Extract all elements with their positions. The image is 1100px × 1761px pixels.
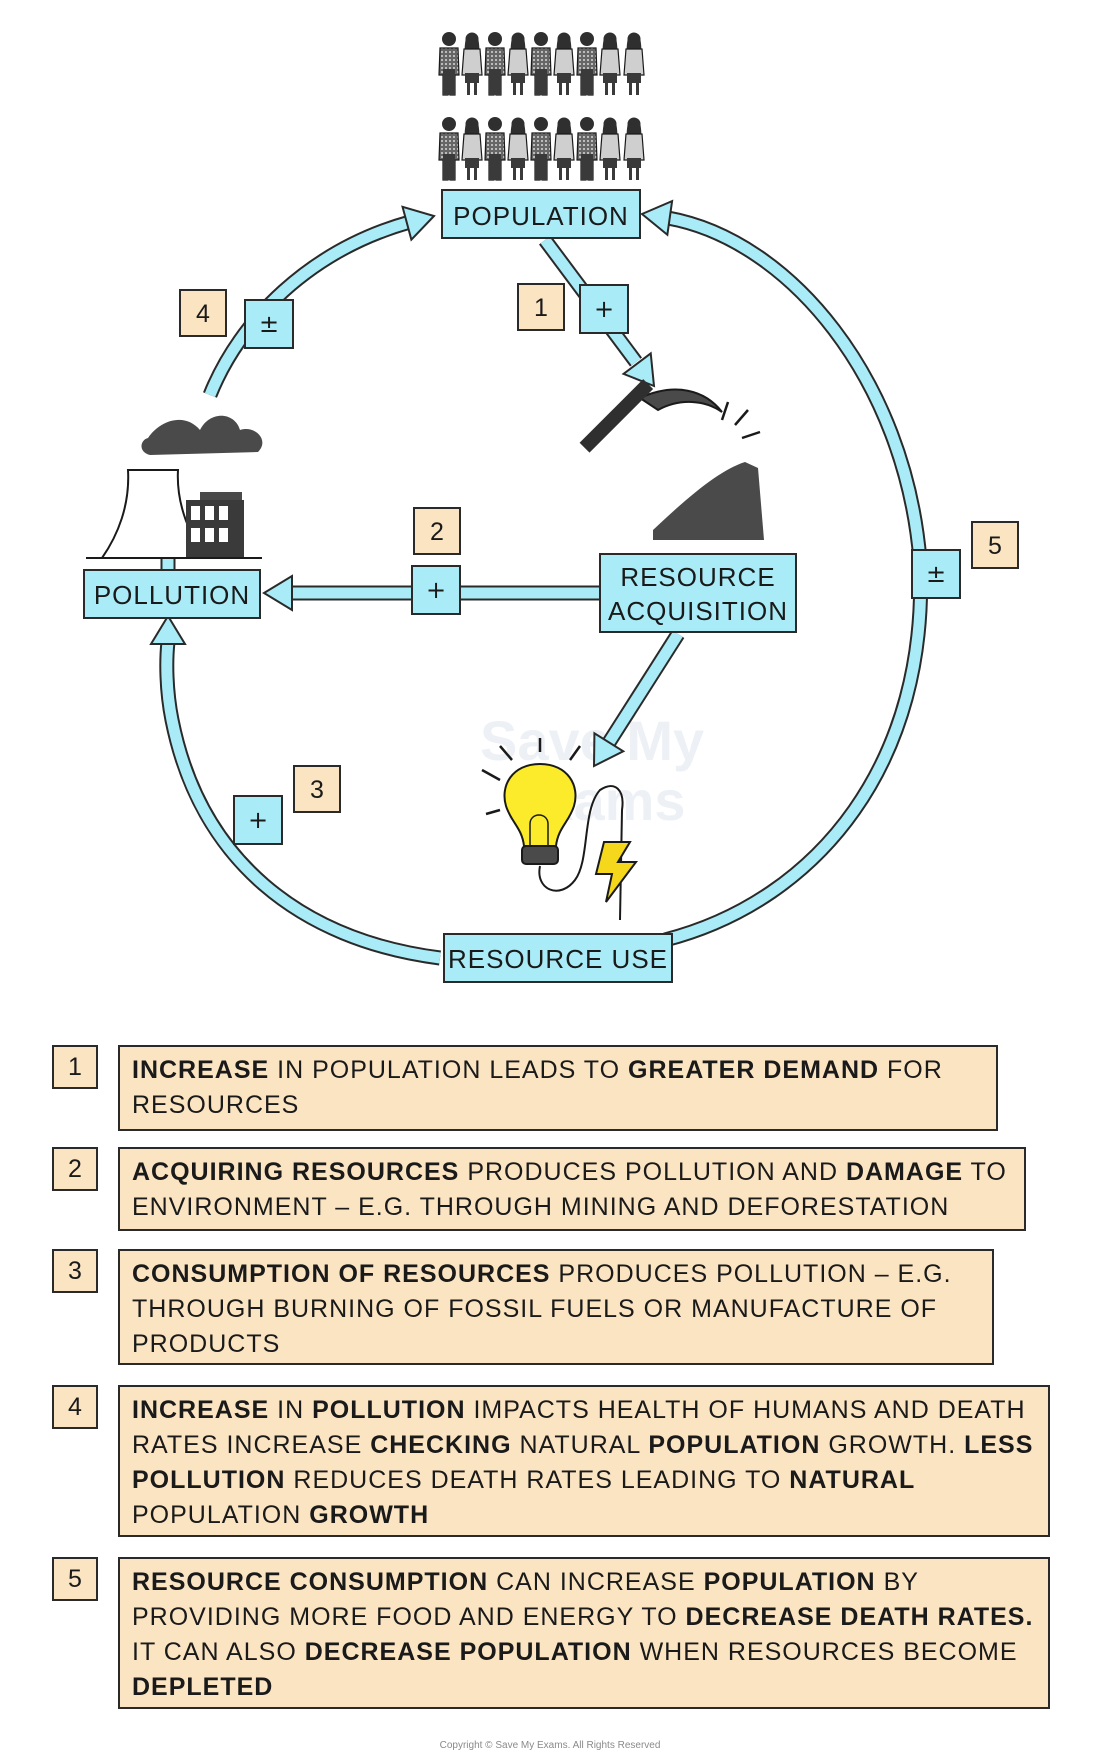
link-1-number: 1	[534, 294, 548, 322]
node-resource-use: RESOURCE USE	[443, 933, 673, 983]
legend-plain-text: PRODUCES POLLUTION AND	[459, 1158, 846, 1186]
arrow-acq-use-head	[592, 731, 626, 768]
legend-bold-text: INCREASE	[132, 1056, 270, 1084]
arrow-2-head	[262, 574, 293, 612]
legend-bold-text: DECREASE DEATH RATES.	[685, 1603, 1034, 1631]
arrow-1-head	[621, 351, 656, 388]
legend-plain-text: REDUCES DEATH RATES LEADING TO	[285, 1466, 790, 1494]
legend-plain-text: IT CAN ALSO	[132, 1638, 305, 1666]
legend-bold-text: GROWTH	[309, 1501, 430, 1529]
legend-number: 1	[52, 1045, 98, 1089]
node-resource-acquisition: RESOURCE ACQUISITION	[599, 553, 797, 633]
arrow-4-band-outline	[203, 214, 413, 398]
legend-number: 2	[52, 1147, 98, 1191]
lightbulb-icon	[481, 738, 624, 921]
arrow-4-head	[401, 205, 436, 242]
link-5-sign: ±	[926, 560, 946, 588]
legend-plain-text: POPULATION	[132, 1501, 310, 1529]
legend-bold-text: RESOURCE CONSUMPTION	[132, 1568, 489, 1596]
legend-bold-text: POLLUTION	[312, 1396, 466, 1424]
link-2: + 2	[411, 507, 461, 615]
link-4: ± 4	[179, 289, 294, 349]
legend-bold-text: POPULATION	[648, 1431, 821, 1459]
legend-plain-text: CAN INCREASE	[488, 1568, 704, 1596]
watermark-line1: Save My	[480, 709, 704, 772]
copyright-notice: Copyright © Save My Exams. All Rights Re…	[439, 1740, 661, 1751]
node-pollution: POLLUTION	[83, 569, 261, 619]
legend-plain-text: BY PROVIDING MORE FOOD AND ENERGY TO	[132, 1568, 919, 1631]
link-4-number: 4	[196, 300, 210, 328]
node-pollution-label: POLLUTION	[94, 580, 250, 610]
legend-bold-text: DEPLETED	[132, 1673, 274, 1701]
link-4-sign: ±	[259, 310, 279, 338]
lightning-bolt-icon	[594, 841, 638, 903]
link-3-sign: +	[248, 806, 268, 834]
legend-bold-text: POPULATION	[703, 1568, 876, 1596]
link-5-number: 5	[988, 532, 1002, 560]
legend-text: INCREASE IN POLLUTION IMPACTS HEALTH OF …	[118, 1385, 1050, 1537]
legend-text: INCREASE IN POPULATION LEADS TO GREATER …	[118, 1045, 998, 1131]
legend-plain-text: NATURAL	[511, 1431, 649, 1459]
legend-plain-text: IN POPULATION LEADS TO	[269, 1056, 629, 1084]
arrow-4-band	[204, 216, 412, 398]
link-2-sign: +	[426, 576, 446, 604]
arrow-5-head	[640, 199, 674, 237]
link-1: + 1	[517, 283, 629, 334]
legend-plain-text: TO ENVIRONMENT – e.g. THROUGH MINING AND…	[132, 1158, 1007, 1221]
factory-icon	[86, 415, 263, 559]
legend-number: 5	[52, 1557, 98, 1601]
legend-bold-text: LESS POLLUTION	[132, 1431, 1034, 1494]
legend-bold-text: DAMAGE	[845, 1158, 964, 1186]
arrow-acq-use-band	[603, 631, 683, 747]
legend-plain-text: GROWTH.	[820, 1431, 965, 1459]
legend-bold-text: CHECKING	[370, 1431, 512, 1459]
legend-plain-text: PRODUCES POLLUTION – E.G. THROUGH BURNIN…	[132, 1260, 952, 1358]
legend-plain-text: FOR RESOURCES	[132, 1056, 943, 1119]
link-2-number: 2	[430, 518, 444, 546]
legend-text: RESOURCE CONSUMPTION CAN INCREASE POPULA…	[118, 1557, 1050, 1709]
feedback-diagram: Save My Exams	[83, 31, 1019, 983]
pickaxe-icon	[579, 379, 764, 540]
arrow-3-band	[161, 641, 441, 964]
node-resource-acquisition-line2: ACQUISITION	[608, 596, 788, 626]
legend-bold-text: ACQUIRING RESOURCES	[132, 1158, 460, 1186]
legend-text: ACQUIRING RESOURCES PRODUCES POLLUTION A…	[118, 1147, 1026, 1231]
legend-text: CONSUMPTION OF RESOURCES PRODUCES POLLUT…	[118, 1249, 994, 1365]
node-resource-acquisition-line1: RESOURCE	[620, 562, 775, 592]
legend-bold-text: INCREASE	[132, 1396, 270, 1424]
link-1-sign: +	[594, 295, 614, 323]
node-population-label: POPULATION	[453, 201, 629, 231]
link-3: + 3	[233, 765, 341, 845]
arrow-3-head	[149, 614, 187, 645]
node-resource-use-label: RESOURCE USE	[448, 944, 668, 974]
legend-number: 3	[52, 1249, 98, 1293]
node-population: POPULATION	[441, 189, 641, 239]
legend-number: 4	[52, 1385, 98, 1429]
legend-bold-text: DECREASE POPULATION	[304, 1638, 632, 1666]
link-3-number: 3	[310, 776, 324, 804]
legend-bold-text: CONSUMPTION OF RESOURCES	[132, 1260, 551, 1288]
legend-bold-text: GREATER DEMAND	[628, 1056, 880, 1084]
people-icon	[438, 31, 645, 181]
legend-plain-text: IMPACTS HEALTH OF HUMANS AND DEATH RATES…	[132, 1396, 1026, 1459]
link-5: ± 5	[911, 521, 1019, 599]
legend-plain-text: WHEN RESOURCES BECOME	[631, 1638, 1018, 1666]
legend-plain-text: IN	[269, 1396, 313, 1424]
legend-bold-text: NATURAL	[789, 1466, 916, 1494]
